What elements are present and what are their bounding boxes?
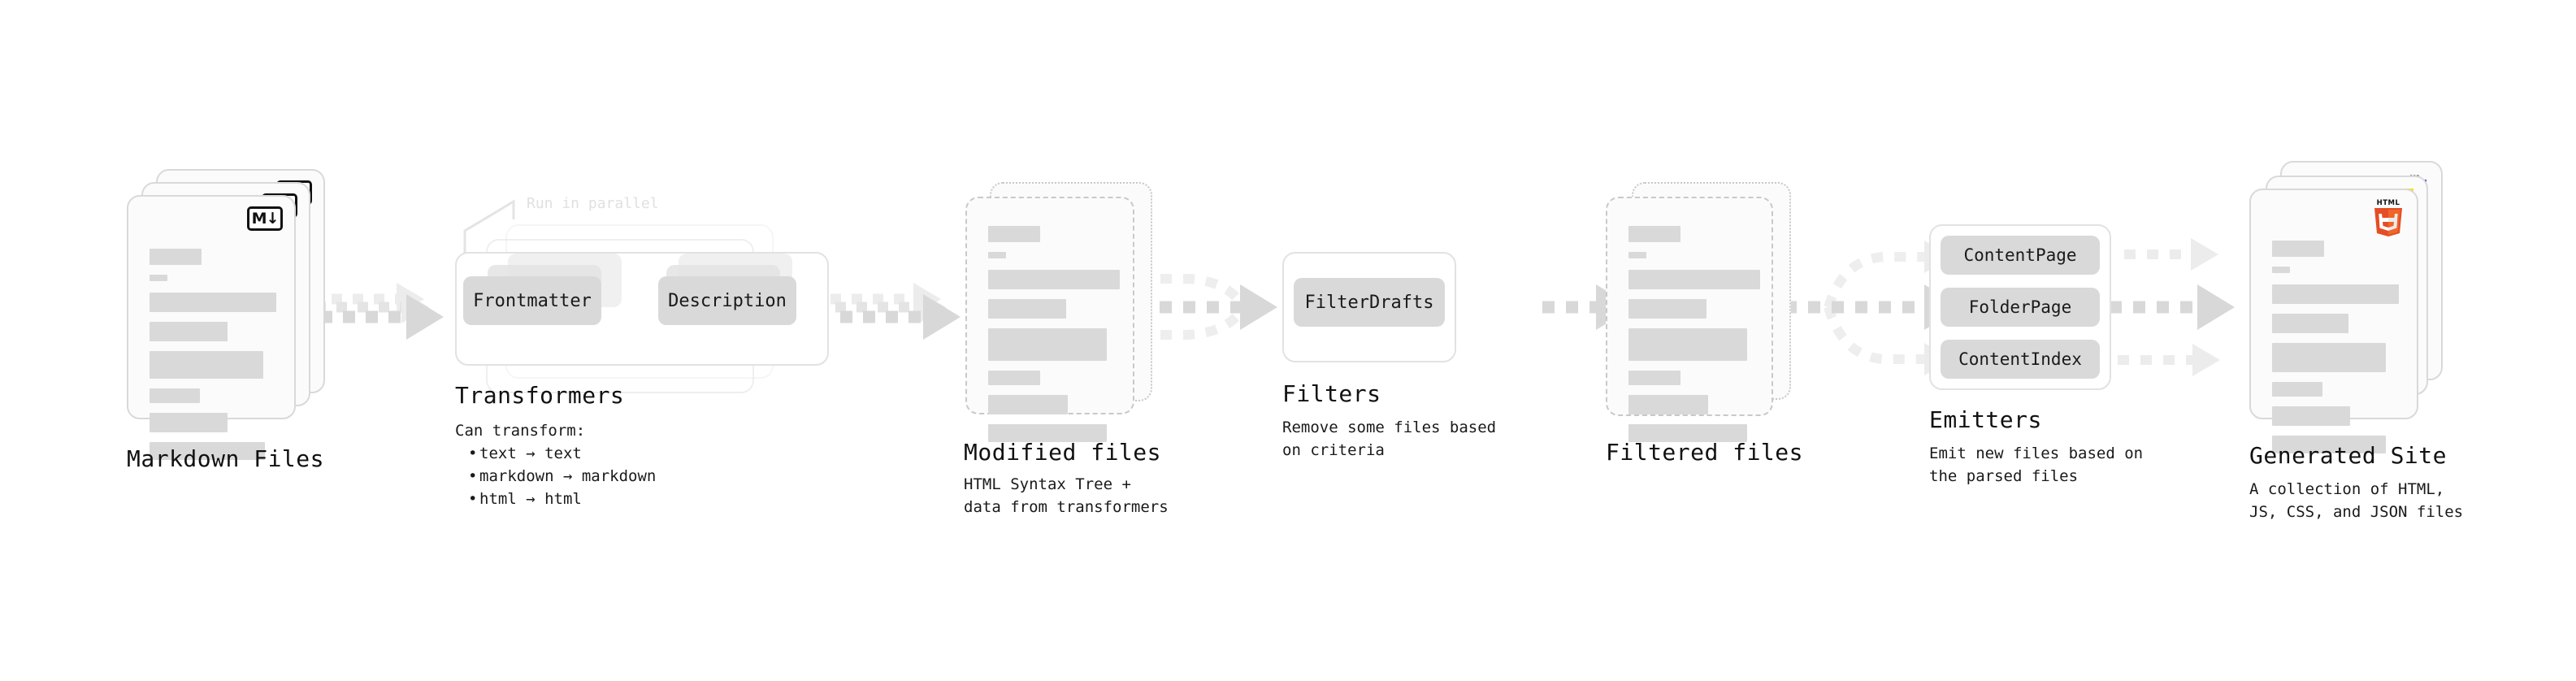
generated-site-title: Generated Site: [2249, 442, 2448, 469]
transformer-chip-description[interactable]: Description: [658, 276, 796, 325]
transformers-title: Transformers: [455, 382, 625, 409]
markdown-icon: M↓: [247, 206, 283, 231]
transformers-description-heading: Can transform:: [455, 422, 586, 440]
document-skeleton: [2272, 231, 2399, 463]
skeleton-line: [1628, 299, 1706, 319]
transformer-chip-frontmatter[interactable]: Frontmatter: [463, 276, 601, 325]
transformers-bullet-list: text → text markdown → markdown html → h…: [455, 442, 656, 510]
skeleton-line: [988, 270, 1120, 289]
skeleton-line: [150, 293, 276, 312]
generated-site-description: A collection of HTML, JS, CSS, and JSON …: [2249, 480, 2464, 522]
skeleton-line: [150, 388, 200, 403]
markdown-files-title: Markdown Files: [127, 445, 325, 472]
svg-text:HTML: HTML: [2377, 199, 2400, 207]
skeleton-line: [988, 299, 1066, 319]
skeleton-line: [150, 351, 263, 379]
document-skeleton: [1628, 226, 1760, 452]
skeleton-line: [988, 252, 1006, 258]
skeleton-line: [2272, 382, 2322, 397]
emitter-chip-contentpage[interactable]: ContentPage: [1941, 236, 2100, 275]
skeleton-line: [1628, 226, 1680, 242]
skeleton-line: [988, 395, 1068, 414]
arrow-emitters-to-site: [2110, 238, 2235, 376]
emitters-title: Emitters: [1929, 406, 2042, 433]
arrow-markdown-to-transformers: [310, 283, 444, 340]
generated-file-html[interactable]: HTML: [2249, 189, 2418, 453]
skeleton-line: [2272, 284, 2399, 304]
skeleton-line: [1628, 371, 1680, 385]
html5-icon: HTML: [2371, 197, 2405, 236]
skeleton-line: [2272, 343, 2386, 372]
list-item: html → html: [468, 488, 656, 510]
modified-files-title: Modified files: [964, 439, 1162, 466]
skeleton-line: [1628, 424, 1747, 442]
document-skeleton: [988, 226, 1120, 452]
skeleton-line: [988, 371, 1040, 385]
filtered-files-title: Filtered files: [1606, 439, 1804, 466]
modified-file-front[interactable]: [965, 197, 1134, 442]
emitter-chip-contentindex[interactable]: ContentIndex: [1941, 340, 2100, 379]
skeleton-line: [2272, 241, 2324, 257]
skeleton-line: [1628, 328, 1747, 361]
skeleton-line: [2272, 436, 2386, 453]
emitter-chip-folderpage[interactable]: FolderPage: [1941, 288, 2100, 327]
markdown-file-front[interactable]: M↓: [127, 195, 296, 460]
skeleton-line: [150, 275, 167, 281]
transformers-description: Can transform: text → text markdown → ma…: [455, 419, 656, 511]
emitters-description: Emit new files based on the parsed files: [1929, 445, 2144, 486]
skeleton-line: [988, 226, 1040, 242]
modified-files-description: HTML Syntax Tree + data from transformer…: [964, 475, 1169, 517]
skeleton-line: [150, 442, 265, 460]
skeleton-line: [150, 249, 202, 265]
list-item: text → text: [468, 442, 656, 465]
skeleton-line: [1628, 395, 1708, 414]
arrow-modified-to-filters: [1136, 274, 1277, 340]
filter-chip-filterdrafts[interactable]: FilterDrafts: [1294, 278, 1445, 327]
filtered-file-front[interactable]: [1606, 197, 1773, 442]
skeleton-line: [988, 328, 1107, 361]
run-in-parallel-label: Run in parallel: [527, 195, 659, 212]
skeleton-line: [1628, 270, 1760, 289]
skeleton-line: [2272, 314, 2348, 333]
skeleton-line: [150, 413, 228, 432]
list-item: markdown → markdown: [468, 465, 656, 488]
skeleton-line: [2272, 267, 2290, 273]
skeleton-line: [2272, 406, 2350, 426]
document-skeleton: [150, 237, 276, 470]
filters-description: Remove some files based on criteria: [1282, 419, 1497, 460]
skeleton-line: [988, 424, 1107, 442]
skeleton-line: [1628, 252, 1646, 258]
arrow-transformers-to-modified: [830, 283, 961, 340]
skeleton-line: [150, 322, 228, 341]
filters-title: Filters: [1282, 380, 1381, 407]
